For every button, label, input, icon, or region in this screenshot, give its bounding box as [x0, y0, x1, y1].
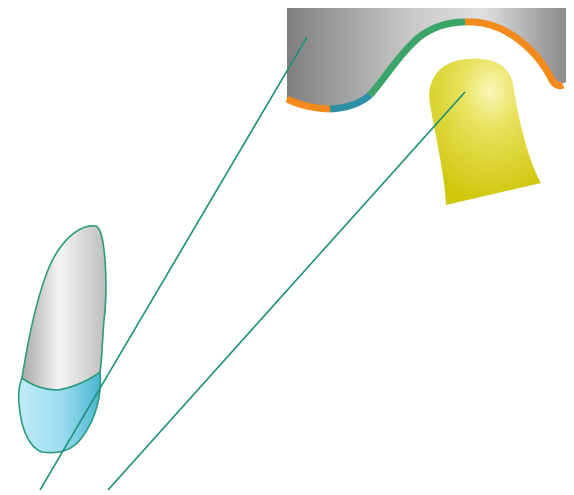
tooth-gray-part	[21, 225, 107, 391]
rim-segment-orange-left	[285, 95, 331, 113]
curved-rim-segments	[285, 18, 565, 113]
leader-line-right	[107, 91, 466, 491]
tooth-blue-part	[17, 370, 102, 454]
rim-segment-teal	[329, 92, 373, 113]
yellow-dome	[429, 58, 541, 206]
tooth-crown	[17, 225, 107, 454]
leader-line-left	[39, 36, 308, 491]
rim-segment-green	[367, 18, 466, 98]
metal-block	[287, 8, 566, 111]
rim-segment-orange-right	[464, 18, 565, 90]
